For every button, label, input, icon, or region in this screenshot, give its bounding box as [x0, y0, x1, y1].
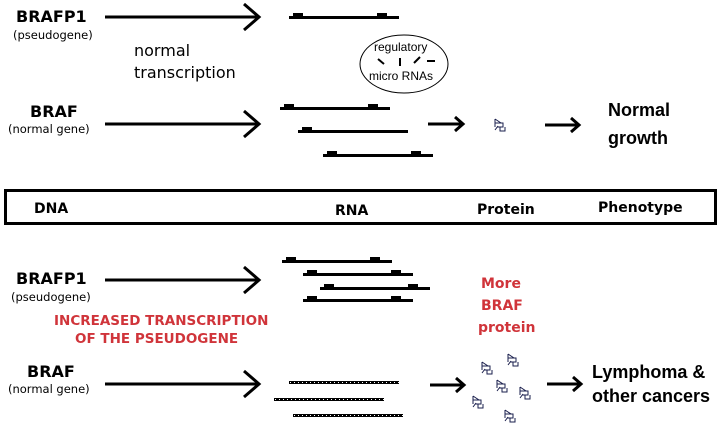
phenotype-normal-line1: Normal — [608, 100, 671, 120]
rna-transcript-pseudogene — [282, 257, 392, 263]
rna-transcript — [293, 414, 403, 417]
more-protein-line2: BRAF — [481, 298, 523, 314]
braf-protein-icon — [507, 353, 519, 367]
pseudogene-label-top: BRAFP1 — [16, 7, 87, 26]
braf-protein-icon — [504, 409, 516, 423]
braf-protein-icon — [519, 386, 531, 400]
stage-dna: DNA — [34, 201, 69, 217]
arrow-rna-to-protein-top — [428, 115, 466, 133]
rna-transcript — [280, 104, 390, 110]
arrow-pseudogene-to-rna-bottom — [105, 265, 262, 295]
more-protein-line1: More — [481, 276, 521, 292]
braf-protein-icon — [472, 395, 484, 409]
braf-protein-icon — [481, 361, 493, 375]
stage-phenotype: Phenotype — [598, 200, 683, 216]
gene-label-bottom: BRAF — [27, 362, 75, 381]
pseudogene-note-top: (pseudogene) — [13, 28, 93, 42]
rna-transcript — [274, 398, 384, 401]
stage-header-band: DNA RNA Protein Phenotype — [4, 189, 717, 225]
process-label-line1: normal — [134, 41, 191, 60]
stage-protein: Protein — [477, 202, 535, 218]
rna-transcript — [289, 381, 399, 384]
process-label-line2: transcription — [134, 63, 236, 82]
braf-protein-icon — [494, 118, 506, 132]
rna-transcript — [323, 151, 433, 157]
phenotype-cancer-line2: other cancers — [592, 386, 711, 406]
gene-label-top: BRAF — [30, 102, 78, 121]
regulator-label-line2: micro RNAs — [369, 69, 434, 83]
rna-transcript-pseudogene — [303, 296, 413, 302]
pseudogene-note-bottom: (pseudogene) — [11, 290, 91, 304]
pseudogene-label-bottom: BRAFP1 — [16, 269, 87, 288]
rna-transcript — [298, 127, 408, 133]
rna-transcript-pseudogene — [320, 284, 430, 290]
arrow-gene-to-rna-top — [105, 109, 262, 139]
increased-transcription-line1: INCREASED TRANSCRIPTION — [54, 313, 269, 329]
more-protein-line3: protein — [478, 320, 536, 336]
increased-transcription-line2: OF THE PSEUDOGENE — [75, 331, 239, 347]
arrow-protein-to-phenotype-top — [545, 116, 582, 134]
stage-rna: RNA — [335, 203, 369, 219]
gene-note-top: (normal gene) — [8, 122, 90, 136]
arrow-protein-to-phenotype-bottom — [547, 375, 584, 393]
arrow-pseudogene-to-rna-top — [105, 2, 262, 32]
braf-protein-icon — [496, 379, 508, 393]
rna-transcript-pseudogene — [289, 13, 399, 19]
gene-note-bottom: (normal gene) — [8, 382, 90, 396]
phenotype-cancer-line1: Lymphoma & — [592, 362, 706, 382]
regulator-label-line1: regulatory — [374, 40, 428, 54]
regulatory-mirna-bubble — [359, 34, 449, 94]
arrow-rna-to-protein-bottom — [430, 376, 467, 394]
rna-transcript-pseudogene — [303, 270, 413, 276]
arrow-gene-to-rna-bottom — [105, 369, 262, 399]
phenotype-normal-line2: growth — [608, 128, 668, 148]
